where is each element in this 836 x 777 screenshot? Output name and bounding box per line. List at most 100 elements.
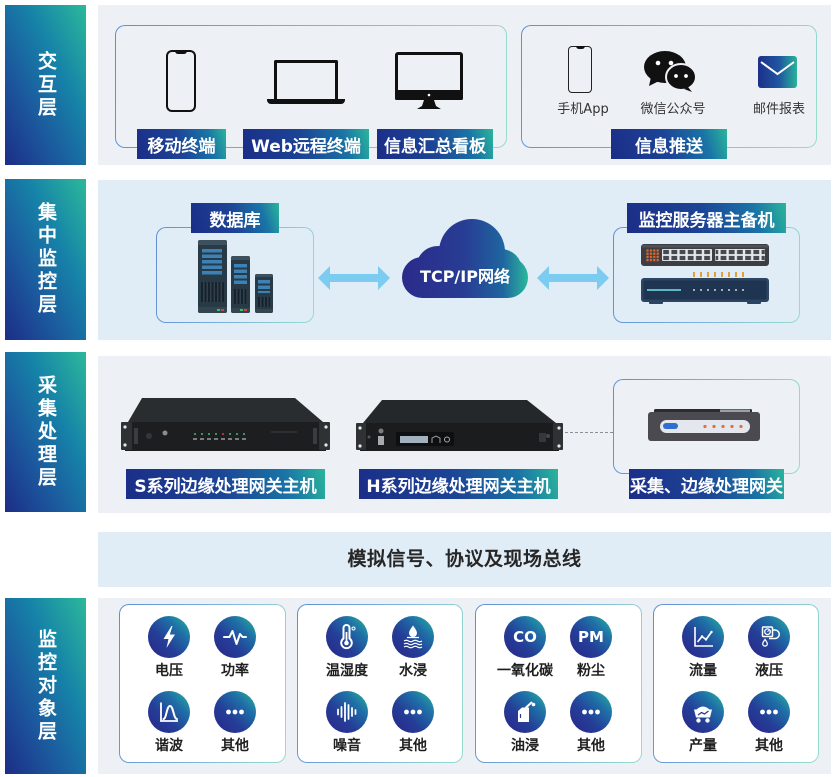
object-label: 产量 bbox=[689, 738, 717, 754]
tower-drive-bays bbox=[258, 280, 270, 293]
object-label: 其他 bbox=[399, 738, 427, 754]
router-icon bbox=[641, 272, 769, 304]
cart-wheel bbox=[696, 718, 701, 723]
mail-icon bbox=[758, 56, 797, 88]
layer-tag-label: 集中监控层 bbox=[35, 202, 57, 317]
rack-ear-left bbox=[356, 423, 366, 450]
layer-tag-interaction: 交互层 bbox=[5, 5, 86, 165]
network-switch-icon bbox=[641, 244, 769, 266]
phone-notch bbox=[575, 46, 585, 49]
terminal-label-web: Web远程终端 bbox=[243, 129, 369, 159]
can-body bbox=[518, 707, 529, 722]
router-light-strip bbox=[647, 289, 681, 291]
wechat-eye bbox=[668, 60, 674, 66]
gauge-needle bbox=[767, 629, 770, 633]
power-button bbox=[146, 433, 152, 439]
can-spout bbox=[525, 701, 533, 709]
lcd-nav-button bbox=[444, 436, 450, 443]
router-antennas bbox=[693, 272, 744, 277]
dots bbox=[226, 709, 244, 715]
channel-label-mail: 邮件报表 bbox=[752, 102, 805, 117]
cloud-base bbox=[402, 257, 528, 298]
thermometer-tube bbox=[340, 624, 353, 650]
rack-handle bbox=[134, 428, 138, 444]
more-dots-icon bbox=[214, 691, 256, 733]
gateway-top-highlight bbox=[720, 409, 750, 413]
object-label: 谐波 bbox=[155, 738, 183, 754]
port-labels bbox=[193, 438, 246, 440]
pulse-icon bbox=[214, 616, 256, 658]
object-item: 谐波 bbox=[134, 691, 204, 761]
object-label: 粉尘 bbox=[577, 663, 605, 679]
push-label: 信息推送 bbox=[611, 129, 727, 159]
switch-ports bbox=[715, 249, 765, 261]
device-front-panel bbox=[125, 422, 326, 451]
terminal-label-mobile: 移动终端 bbox=[137, 129, 226, 159]
hydraulic-pipe bbox=[769, 629, 780, 640]
router-status-dots bbox=[693, 289, 744, 291]
more-dots-icon bbox=[392, 691, 434, 733]
fluid-drop bbox=[762, 638, 768, 647]
tower-leds bbox=[217, 309, 224, 311]
monitor-stand bbox=[417, 100, 441, 109]
object-item: 油浸 bbox=[490, 691, 560, 761]
tower-cap bbox=[255, 274, 273, 277]
object-label: 电压 bbox=[155, 663, 183, 679]
monitoring-servers-label: 监控服务器主备机 bbox=[627, 203, 786, 233]
power-socket bbox=[539, 433, 546, 442]
dots bbox=[760, 709, 778, 715]
object-label: 水浸 bbox=[399, 663, 427, 679]
layer-tag-label: 采集处理层 bbox=[35, 374, 57, 490]
arrow-shape bbox=[537, 266, 609, 290]
rack-ear-left bbox=[121, 422, 132, 450]
object-label: 其他 bbox=[577, 738, 605, 754]
smartphone-icon bbox=[166, 50, 196, 112]
arrow-shape bbox=[318, 266, 390, 290]
object-item: 其他 bbox=[556, 691, 626, 761]
device-front-panel bbox=[360, 423, 559, 451]
line-chart-icon bbox=[682, 616, 724, 658]
mobile-app-icon bbox=[568, 46, 592, 93]
double-arrow-icon bbox=[537, 266, 609, 290]
tower-vent bbox=[258, 297, 270, 307]
harmonic-wave-icon bbox=[148, 691, 190, 733]
signal-bus-bar bbox=[98, 532, 831, 587]
object-label: 其他 bbox=[755, 738, 783, 754]
channel-label-wechat: 微信公众号 bbox=[640, 102, 706, 117]
oil-can-icon bbox=[504, 691, 546, 733]
h-series-gateway-device bbox=[356, 400, 563, 451]
water-leak-icon bbox=[392, 616, 434, 658]
laptop-base bbox=[267, 99, 345, 104]
layer-tag-label: 监控对象层 bbox=[35, 628, 57, 744]
object-item: 流量 bbox=[668, 616, 738, 686]
mine-cart-icon bbox=[682, 691, 724, 733]
rack-ear-right bbox=[553, 423, 563, 450]
water-drop bbox=[409, 625, 417, 637]
switch-top-edge bbox=[642, 245, 768, 248]
object-label: 流量 bbox=[689, 663, 717, 679]
object-label: 噪音 bbox=[333, 738, 361, 754]
object-item: CO 一氧化碳 bbox=[490, 616, 560, 686]
bolt-shape bbox=[163, 626, 175, 648]
usb-ports bbox=[378, 436, 384, 445]
hydraulic-gauge-icon bbox=[748, 616, 790, 658]
edge-gateway-icon bbox=[648, 409, 760, 441]
device-slot bbox=[271, 431, 297, 433]
envelope-body bbox=[758, 56, 797, 88]
object-group-production: 流量 液压 产量 其他 bbox=[653, 604, 819, 763]
gateway-leds bbox=[703, 424, 743, 429]
cart-load bbox=[696, 706, 710, 710]
gauge-dial bbox=[764, 628, 771, 636]
object-label: 功率 bbox=[221, 663, 249, 679]
tower-drive-bays bbox=[202, 249, 222, 276]
object-group-environment: 温湿度 水浸 噪音 其他 bbox=[297, 604, 463, 763]
switch-status-leds bbox=[646, 249, 660, 262]
layer-tag-label: 交互层 bbox=[35, 50, 57, 120]
more-dots-icon bbox=[748, 691, 790, 733]
dots bbox=[404, 709, 422, 715]
tower-vent bbox=[201, 282, 224, 302]
h-series-gateway-label: H系列边缘处理网关主机 bbox=[359, 469, 558, 499]
terminal-label-dashboard: 信息汇总看板 bbox=[377, 129, 493, 159]
object-item: 其他 bbox=[200, 691, 270, 761]
sound-bars bbox=[337, 702, 357, 722]
